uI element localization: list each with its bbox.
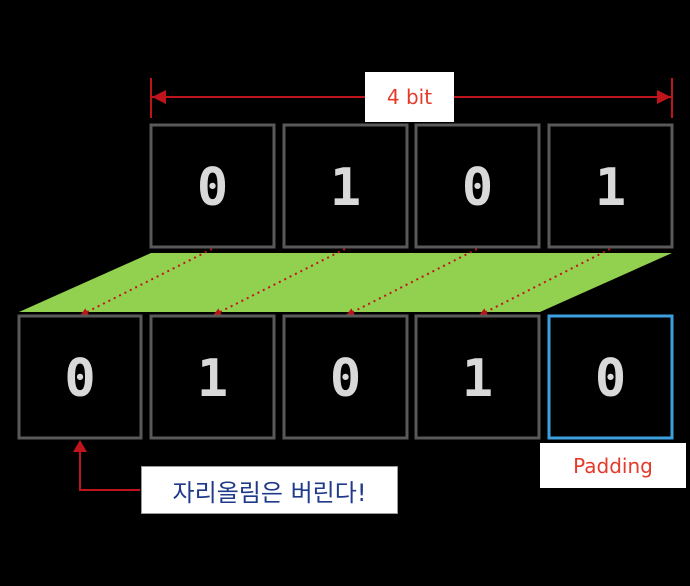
shifted-bits-row: 0 1 0 1 0	[17, 314, 674, 440]
shift-band	[19, 253, 672, 312]
top-bit-cell: 1	[547, 123, 674, 249]
width-label: 4 bit	[365, 72, 454, 122]
shift-arrow	[346, 248, 478, 316]
bottom-bit-cell: 0	[17, 314, 143, 440]
bottom-bit-cell: 1	[414, 314, 541, 440]
padding-bit-value: 0	[595, 349, 626, 409]
bottom-bit-value: 0	[64, 349, 95, 409]
bottom-bit-cell: 0	[282, 314, 409, 440]
shift-arrows	[80, 248, 611, 316]
top-bit-value: 1	[330, 158, 361, 218]
top-bit-value: 1	[595, 158, 626, 218]
top-bit-value: 0	[462, 158, 493, 218]
carry-callout-arrow	[79, 448, 140, 491]
padding-label: Padding	[540, 443, 686, 488]
shift-arrow	[213, 248, 346, 316]
bottom-bit-value: 0	[330, 349, 361, 409]
width-arrow-right	[657, 90, 671, 104]
shift-arrow	[80, 248, 213, 316]
bottom-bit-cell: 1	[149, 314, 276, 440]
top-bit-cell: 1	[282, 123, 409, 249]
carry-discarded-note: 자리올림은 버린다!	[141, 466, 398, 514]
bottom-bit-value: 1	[462, 349, 493, 409]
width-arrow-left	[152, 90, 166, 104]
top-bit-value: 0	[197, 158, 228, 218]
padding-bit-cell: 0	[547, 314, 674, 440]
top-bit-cell: 0	[149, 123, 276, 249]
shift-arrow	[479, 248, 611, 316]
carry-callout-arrowhead	[73, 440, 87, 452]
top-bit-cell: 0	[414, 123, 541, 249]
bottom-bit-value: 1	[197, 349, 228, 409]
original-bits-row: 0 1 0 1	[149, 123, 674, 249]
